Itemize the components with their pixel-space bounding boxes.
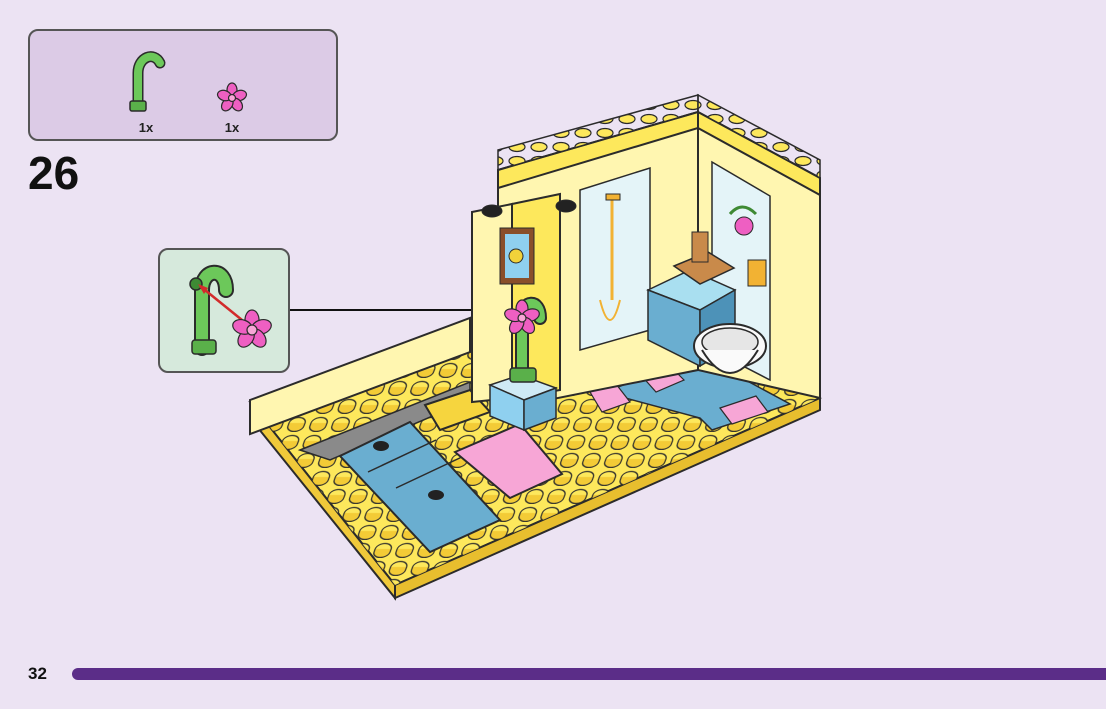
shower-area (580, 168, 650, 350)
model-illustration (0, 0, 1106, 660)
page-number: 32 (28, 664, 47, 684)
page-footer-bar (72, 668, 1106, 680)
